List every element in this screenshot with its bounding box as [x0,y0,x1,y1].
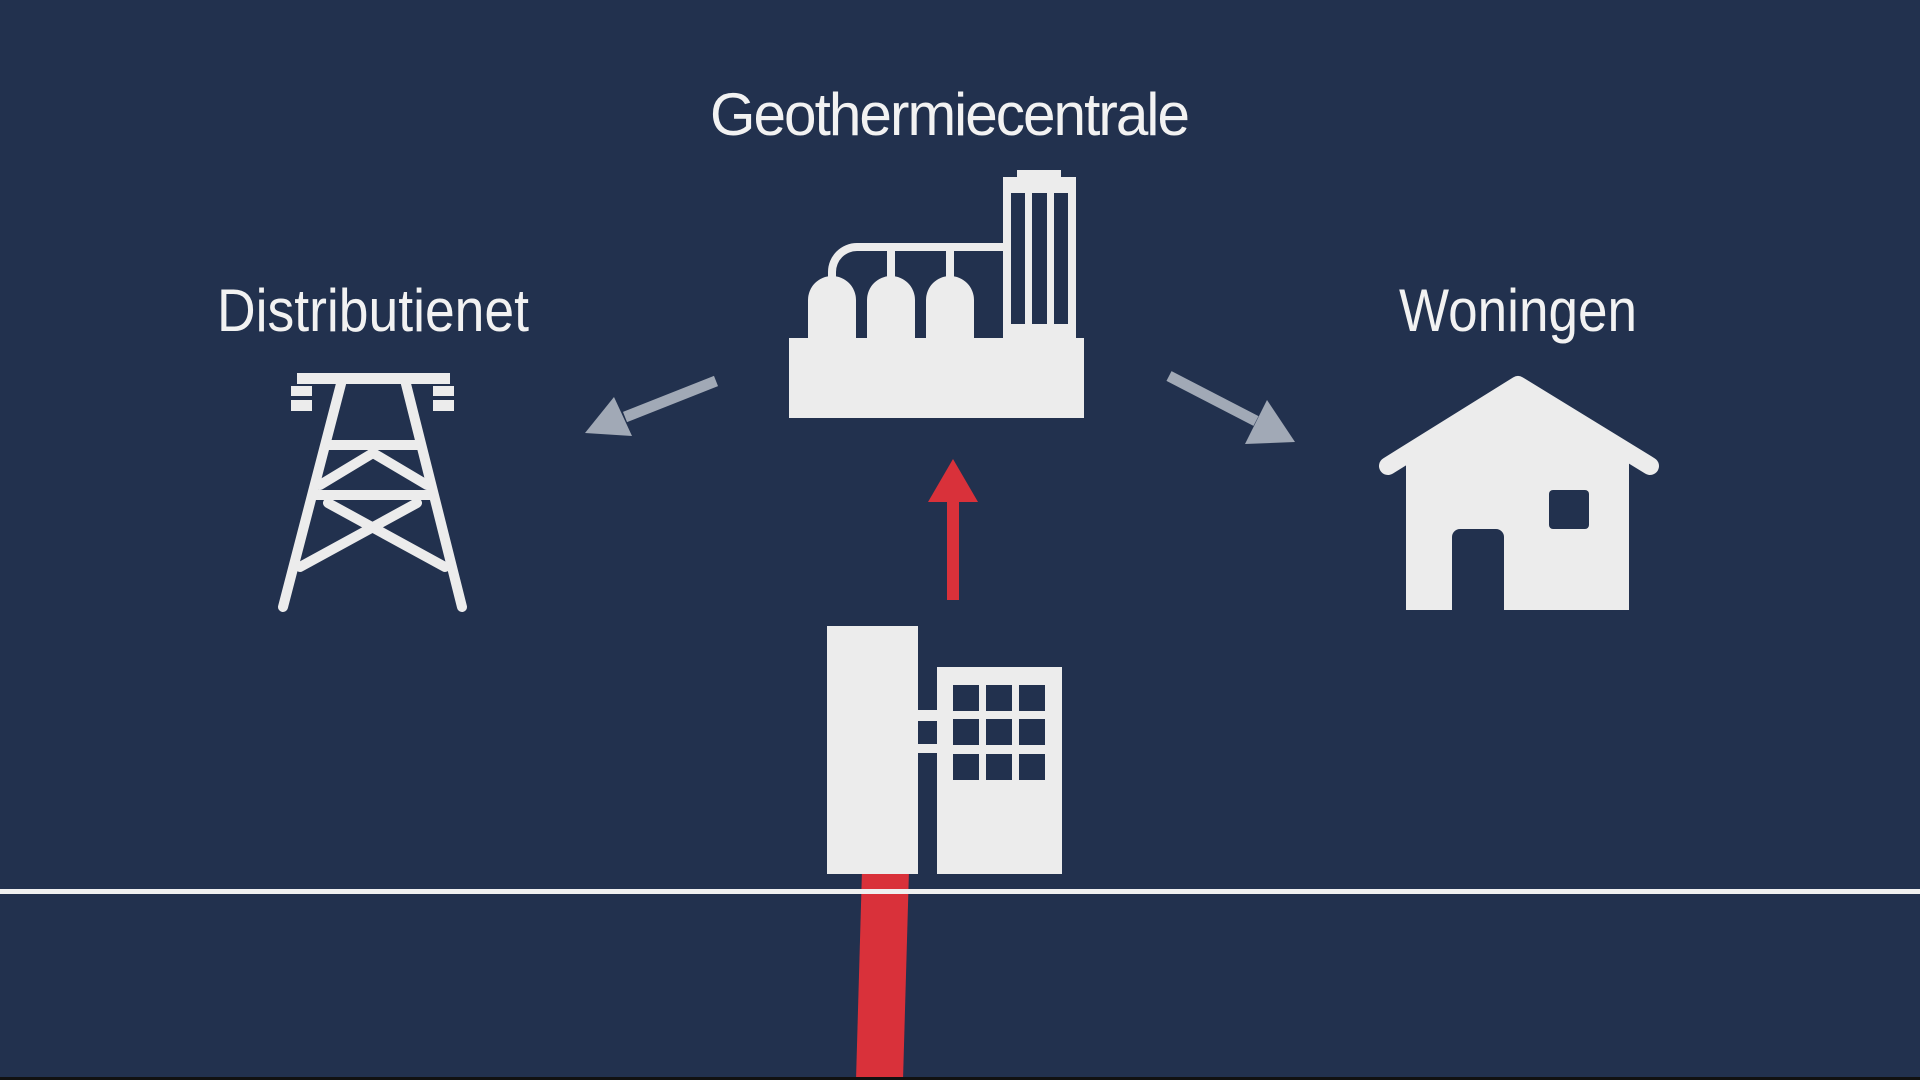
plant-label: Geothermiecentrale [710,81,1188,148]
bottom-edge [0,1077,1920,1080]
arrow-to-homes-icon [1166,371,1295,444]
grid-label: Distributienet [217,277,529,344]
homes-label: Woningen [1399,277,1637,344]
arrow-to-grid-icon [585,375,719,436]
industrial-building-icon [827,626,1062,874]
heat-arrow-up-icon [928,459,978,600]
power-pylon-icon [278,373,467,612]
power-plant-icon [789,170,1084,418]
house-icon [1379,376,1659,610]
geothermal-well-pipe [856,870,909,1080]
ground-line [0,889,1920,894]
